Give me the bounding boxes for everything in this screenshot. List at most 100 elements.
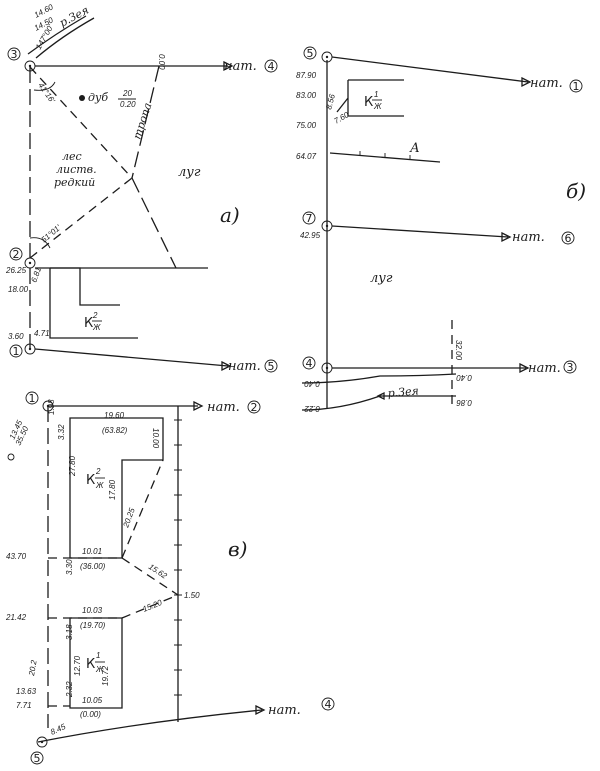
panel-a: 3 2 1 р.Зея 14.60 14.50 147°00' 41°16' 5… [5, 2, 278, 374]
building-label-a: К 2 Ж [84, 311, 102, 332]
svg-text:13.63: 13.63 [16, 687, 37, 696]
oak-label: дуб [88, 91, 108, 104]
oak-icon [79, 95, 85, 101]
svg-text:19.60: 19.60 [104, 411, 125, 420]
svg-text:1: 1 [29, 392, 36, 405]
svg-text:83.00: 83.00 [296, 91, 317, 100]
svg-text:20.25: 20.25 [121, 506, 137, 529]
building-2-outline [69, 617, 123, 709]
dist-4-71: 4.71 [34, 329, 50, 338]
svg-text:6: 6 [565, 232, 572, 245]
target-6-marker [561, 231, 575, 245]
svg-text:5: 5 [268, 360, 275, 373]
panel-a-label: а) [220, 203, 240, 227]
svg-text:5: 5 [307, 47, 314, 60]
svg-text:К: К [86, 657, 95, 672]
diag-15-62 [121, 557, 179, 596]
svg-text:нат.: нат. [530, 76, 563, 91]
river-label: р.Зея [57, 4, 91, 30]
svg-text:К: К [86, 473, 95, 488]
svg-text:8.45: 8.45 [49, 722, 67, 737]
building-2-label: К 1 Ж [86, 651, 105, 674]
angle-station-2: 51°01' [40, 223, 63, 245]
dist-6-81: 6.81 [29, 266, 43, 284]
station-1-marker-v: 1 [25, 391, 54, 412]
dist-26-25: 26.25 [5, 266, 27, 275]
svg-text:3.18: 3.18 [65, 624, 74, 640]
panel-b: 5 7 4 87.90 83.00 75.00 64.07 42.95 8.56… [296, 46, 586, 413]
svg-text:2: 2 [95, 467, 101, 476]
svg-text:10.00: 10.00 [151, 428, 160, 449]
forest-label-3: редкий [54, 176, 95, 189]
forest-label-2: листв. [56, 163, 97, 176]
svg-text:43.70: 43.70 [6, 552, 27, 561]
svg-text:64.07: 64.07 [296, 152, 317, 161]
station-5-marker-v: 5 [30, 736, 48, 765]
station-1-marker: 1 [9, 343, 36, 358]
svg-text:15.62: 15.62 [147, 562, 169, 581]
dist-3-60: 3.60 [8, 332, 24, 341]
svg-text:нат.: нат. [207, 400, 240, 415]
station-7-marker: 7 [302, 211, 333, 232]
svg-text:8.56: 8.56 [324, 93, 337, 111]
svg-text:4: 4 [325, 698, 332, 711]
river-bank-bottom [301, 395, 456, 411]
path-line-bottom [131, 177, 177, 269]
svg-text:(36.00): (36.00) [80, 562, 106, 571]
svg-text:15.20: 15.20 [141, 598, 163, 614]
survey-point-icon [7, 453, 15, 461]
svg-text:10.05: 10.05 [82, 696, 103, 705]
river-bank-left [27, 15, 87, 55]
line-7-to-6 [331, 225, 509, 238]
building-outline-bottom [49, 268, 138, 339]
svg-text:87.90: 87.90 [296, 71, 317, 80]
line-1-to-5 [34, 348, 229, 367]
station-1-label: 1 [13, 345, 20, 358]
path-line-top [131, 65, 160, 179]
diag-20-25 [121, 459, 164, 559]
svg-text:12.70: 12.70 [73, 655, 82, 676]
building-1-label: К 2 Ж [86, 467, 105, 490]
svg-text:27.80: 27.80 [68, 455, 77, 477]
arrow-icon [519, 362, 530, 374]
svg-text:20.2: 20.2 [27, 659, 39, 677]
line-5-to-4 [37, 709, 263, 743]
svg-text:Ж: Ж [95, 665, 104, 674]
dist-18-00: 18.00 [8, 285, 29, 294]
meadow-label-b: луг [370, 271, 393, 286]
line-5-to-1 [331, 56, 529, 83]
svg-text:К: К [364, 95, 373, 110]
svg-text:42.95: 42.95 [300, 231, 321, 240]
station-5-marker: 5 [303, 46, 333, 63]
diagonal-2-junction [29, 177, 133, 259]
svg-text:3: 3 [567, 361, 574, 374]
angle-arc-2 [29, 237, 51, 249]
target-5-marker [264, 359, 278, 373]
svg-text:0.86: 0.86 [456, 398, 472, 407]
arrow-icon [221, 360, 232, 372]
station-2-marker: 2 [9, 247, 36, 269]
panel-b-label: б) [566, 179, 586, 203]
target-2-marker [247, 400, 261, 414]
svg-text:19.72: 19.72 [101, 665, 110, 686]
building-outline-b [336, 79, 404, 117]
svg-text:1: 1 [573, 80, 580, 93]
arrow-icon [521, 76, 532, 88]
svg-text:2: 2 [92, 311, 98, 320]
svg-text:5: 5 [34, 752, 41, 765]
svg-text:0.40: 0.40 [456, 373, 472, 382]
nat-4-label: нат. [224, 59, 257, 74]
diagonal-3-junction [29, 66, 133, 179]
target-1-marker [569, 79, 583, 93]
oak-distance: 0.20 [120, 100, 136, 109]
river-top-chainage: 14.60 [33, 2, 55, 20]
svg-text:1: 1 [374, 90, 378, 99]
svg-text:(0.00): (0.00) [80, 710, 101, 719]
angle-arc-3 [33, 81, 56, 91]
svg-text:17.80: 17.80 [108, 479, 117, 500]
svg-text:(19.70): (19.70) [80, 621, 106, 630]
svg-text:3.30: 3.30 [65, 559, 74, 575]
station-3-marker: 3 [7, 47, 36, 72]
svg-text:21.42: 21.42 [5, 613, 27, 622]
target-3-marker [563, 360, 577, 374]
